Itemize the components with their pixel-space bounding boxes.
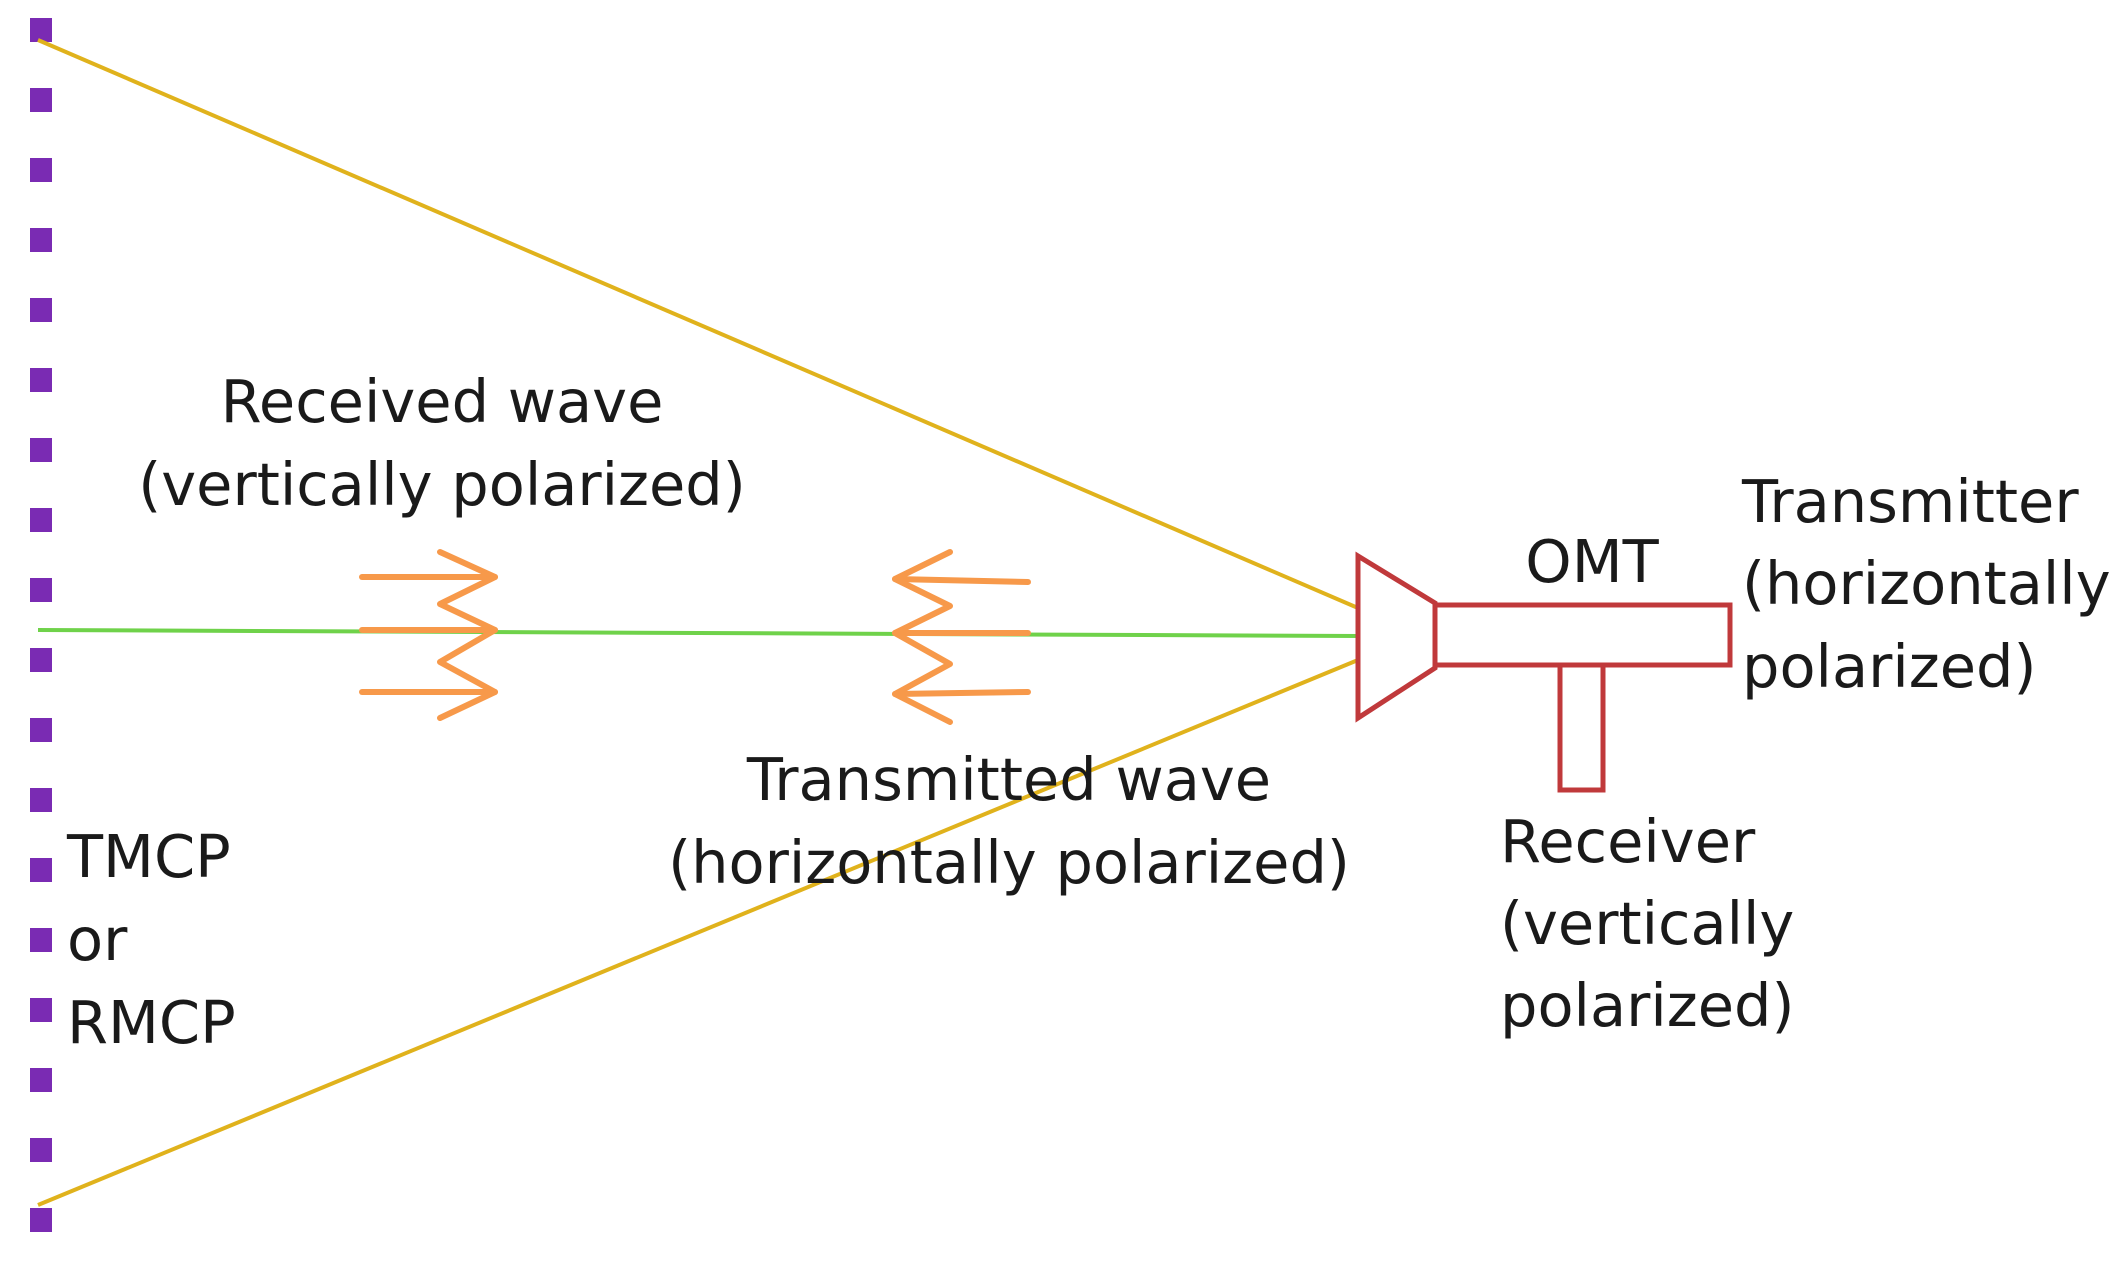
surface-dash xyxy=(30,508,52,532)
transmitted-wave-label: Transmitted wave xyxy=(746,745,1271,814)
surface-dash xyxy=(30,578,52,602)
surface-dash xyxy=(30,158,52,182)
surface-dash xyxy=(30,438,52,462)
surface-dash xyxy=(30,228,52,252)
surface-dash xyxy=(30,1208,52,1232)
receiver-polarization-1: (vertically xyxy=(1500,889,1794,958)
beam-edge-upper xyxy=(37,38,1359,610)
received-wave-label: Received wave xyxy=(221,367,664,436)
arrow-shaft xyxy=(892,576,1031,585)
transmitted-wave-polarization: (horizontally polarized) xyxy=(668,828,1350,897)
transmitted-wave-arrows xyxy=(892,549,1031,725)
receiver-waveguide xyxy=(1557,662,1606,793)
beam-edge-lower xyxy=(37,658,1359,1207)
propagation-axis xyxy=(37,628,1361,638)
surface-dash xyxy=(30,928,52,952)
transmitter-polarization-2: polarized) xyxy=(1742,632,2036,701)
omt-assembly xyxy=(1355,551,1733,793)
horn-antenna xyxy=(1355,551,1438,723)
surface-type-label-2: or xyxy=(67,905,128,974)
wave-front-zigzag xyxy=(437,549,498,721)
surface-dash xyxy=(30,1138,52,1162)
surface-dash xyxy=(30,998,52,1022)
surface-dash xyxy=(30,298,52,322)
surface-dash xyxy=(30,858,52,882)
receiver-label: Receiver xyxy=(1500,807,1756,876)
surface-dash xyxy=(30,1068,52,1092)
surface-dash xyxy=(30,718,52,742)
surface-type-label-1: TMCP xyxy=(66,822,231,891)
receiver-polarization-2: polarized) xyxy=(1500,971,1794,1040)
transmitter-polarization-1: (horizontally xyxy=(1742,549,2111,618)
transmitter-waveguide xyxy=(1432,602,1733,668)
surface-dash xyxy=(30,18,52,42)
surface-dash xyxy=(30,648,52,672)
surface-type-label-3: RMCP xyxy=(67,988,236,1057)
arrow-shaft xyxy=(892,689,1031,697)
received-wave-arrows xyxy=(359,549,498,721)
surface-dash xyxy=(30,368,52,392)
transmitter-label: Transmitter xyxy=(1741,467,2079,536)
metasurface-dashed-line xyxy=(30,18,52,1232)
omt-label: OMT xyxy=(1525,527,1659,596)
received-wave-polarization: (vertically polarized) xyxy=(138,450,746,519)
surface-dash xyxy=(30,88,52,112)
surface-dash xyxy=(30,788,52,812)
wave-front-zigzag xyxy=(892,549,953,725)
